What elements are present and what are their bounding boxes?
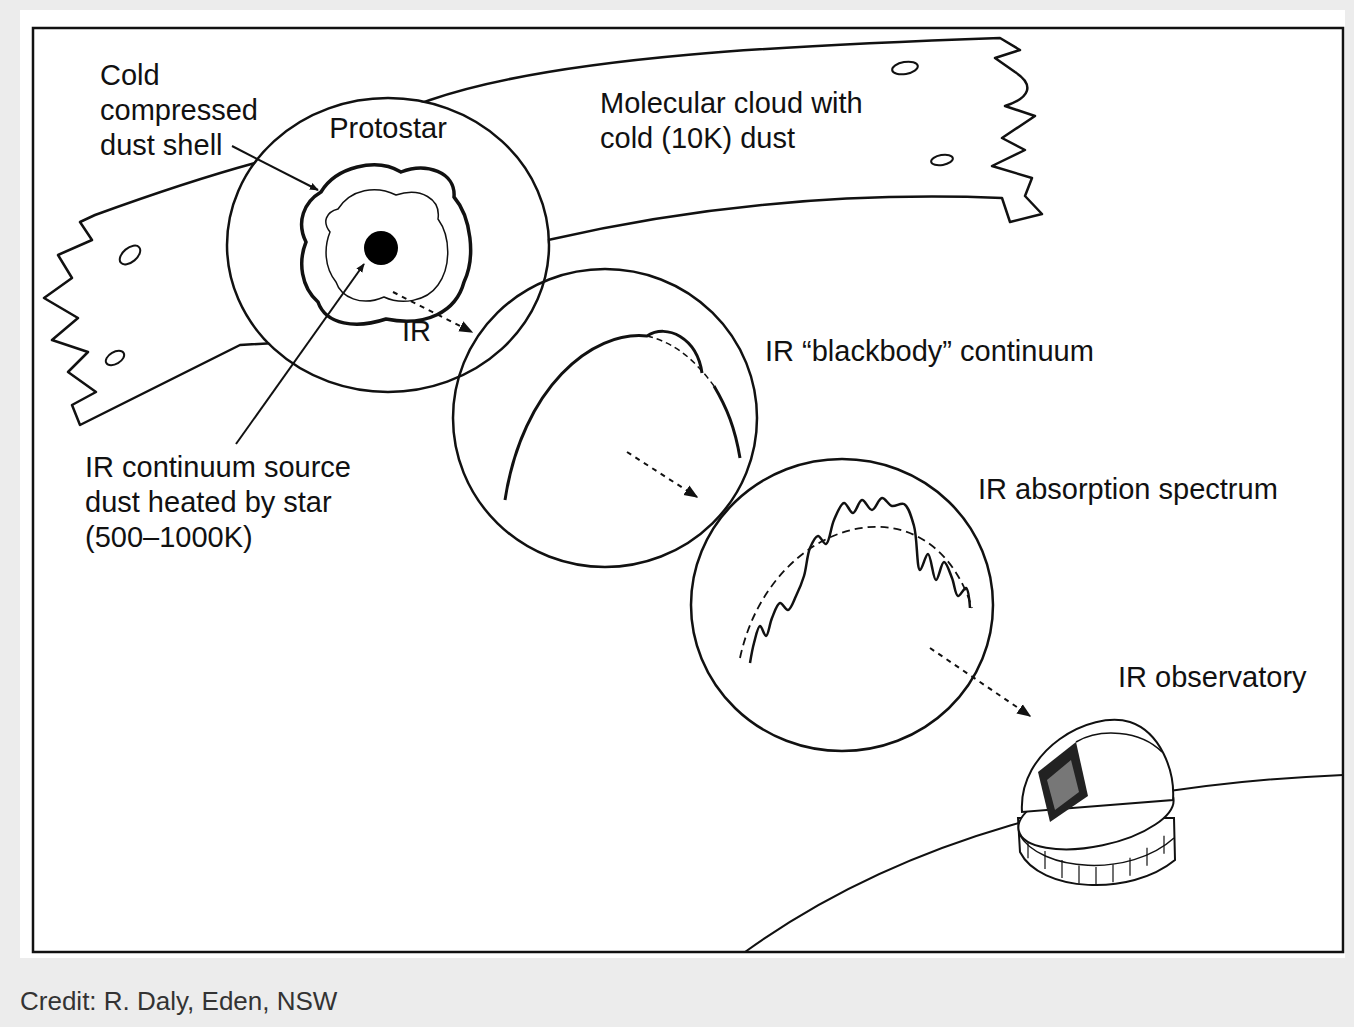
caption: Credit: R. Daly, Eden, NSW <box>20 986 337 1017</box>
node-shape <box>452 268 758 568</box>
node-shape <box>690 458 994 752</box>
ir-flow-arrow <box>627 452 697 497</box>
label-text: IR continuum source dust heated by star … <box>85 451 351 553</box>
continuum-dashed <box>740 527 972 658</box>
base-rib <box>1129 858 1130 876</box>
callout-label: Cold compressed dust shell <box>100 58 290 162</box>
label-text: Cold compressed dust shell <box>100 59 258 161</box>
leader-line <box>232 146 318 190</box>
node-text: IR absorption spectrum <box>978 473 1278 505</box>
node-label: Molecular cloud with cold (10K) dust <box>600 86 900 156</box>
dust-shell-inner <box>326 190 448 301</box>
base-rib <box>1146 848 1147 866</box>
node-text: IR observatory <box>1118 661 1307 693</box>
dome-slit <box>1038 742 1088 822</box>
node-label: Protostar <box>226 111 550 146</box>
node-label: IR observatory <box>1118 660 1307 695</box>
observatory: IR observatory <box>1010 700 1180 910</box>
node-shape <box>40 30 1050 430</box>
dome-rib <box>1076 733 1162 752</box>
node-text: Protostar <box>329 112 447 144</box>
base-rib <box>1163 836 1164 854</box>
spectrum-circle: IR absorption spectrum <box>690 458 994 752</box>
protostar-circle: Protostar <box>226 97 550 393</box>
blackbody-curve <box>505 331 740 500</box>
base-rib <box>1095 867 1096 885</box>
star-core <box>364 231 398 265</box>
absorption-curve <box>750 498 970 663</box>
node-label: IR “blackbody” continuum <box>765 334 1094 369</box>
caption-text: Credit: R. Daly, Eden, NSW <box>20 986 337 1016</box>
cloud-clump <box>116 242 143 268</box>
circle-outline <box>227 98 549 392</box>
edge-label-text: IR <box>402 315 431 347</box>
node-shape <box>1010 700 1180 910</box>
edge-label: IR <box>402 314 431 349</box>
node-label: IR absorption spectrum <box>978 472 1278 507</box>
white-panel <box>20 10 1345 958</box>
callout-label: IR continuum source dust heated by star … <box>85 450 365 554</box>
leader-line <box>236 264 364 444</box>
molecular-cloud: Molecular cloud with cold (10K) dust <box>40 30 1050 430</box>
dust-shell <box>302 165 471 324</box>
base-rib <box>1061 860 1062 878</box>
dome-shutter <box>1047 760 1079 810</box>
base-rib <box>1044 851 1045 869</box>
circle-outline <box>453 269 757 567</box>
node-text: Molecular cloud with cold (10K) dust <box>600 87 863 154</box>
ir-flow-arrow <box>930 648 1030 716</box>
spectrum-circle: IR “blackbody” continuum <box>452 268 758 568</box>
circle-outline <box>691 459 993 751</box>
cloud-clump <box>930 153 953 167</box>
curve-dashed <box>647 336 714 386</box>
cloud-clump <box>891 60 919 76</box>
node-text: IR “blackbody” continuum <box>765 335 1094 367</box>
base-rib <box>1078 865 1079 883</box>
cloud-clump <box>103 348 126 368</box>
frame <box>33 28 1343 952</box>
base-rib <box>1112 864 1113 882</box>
